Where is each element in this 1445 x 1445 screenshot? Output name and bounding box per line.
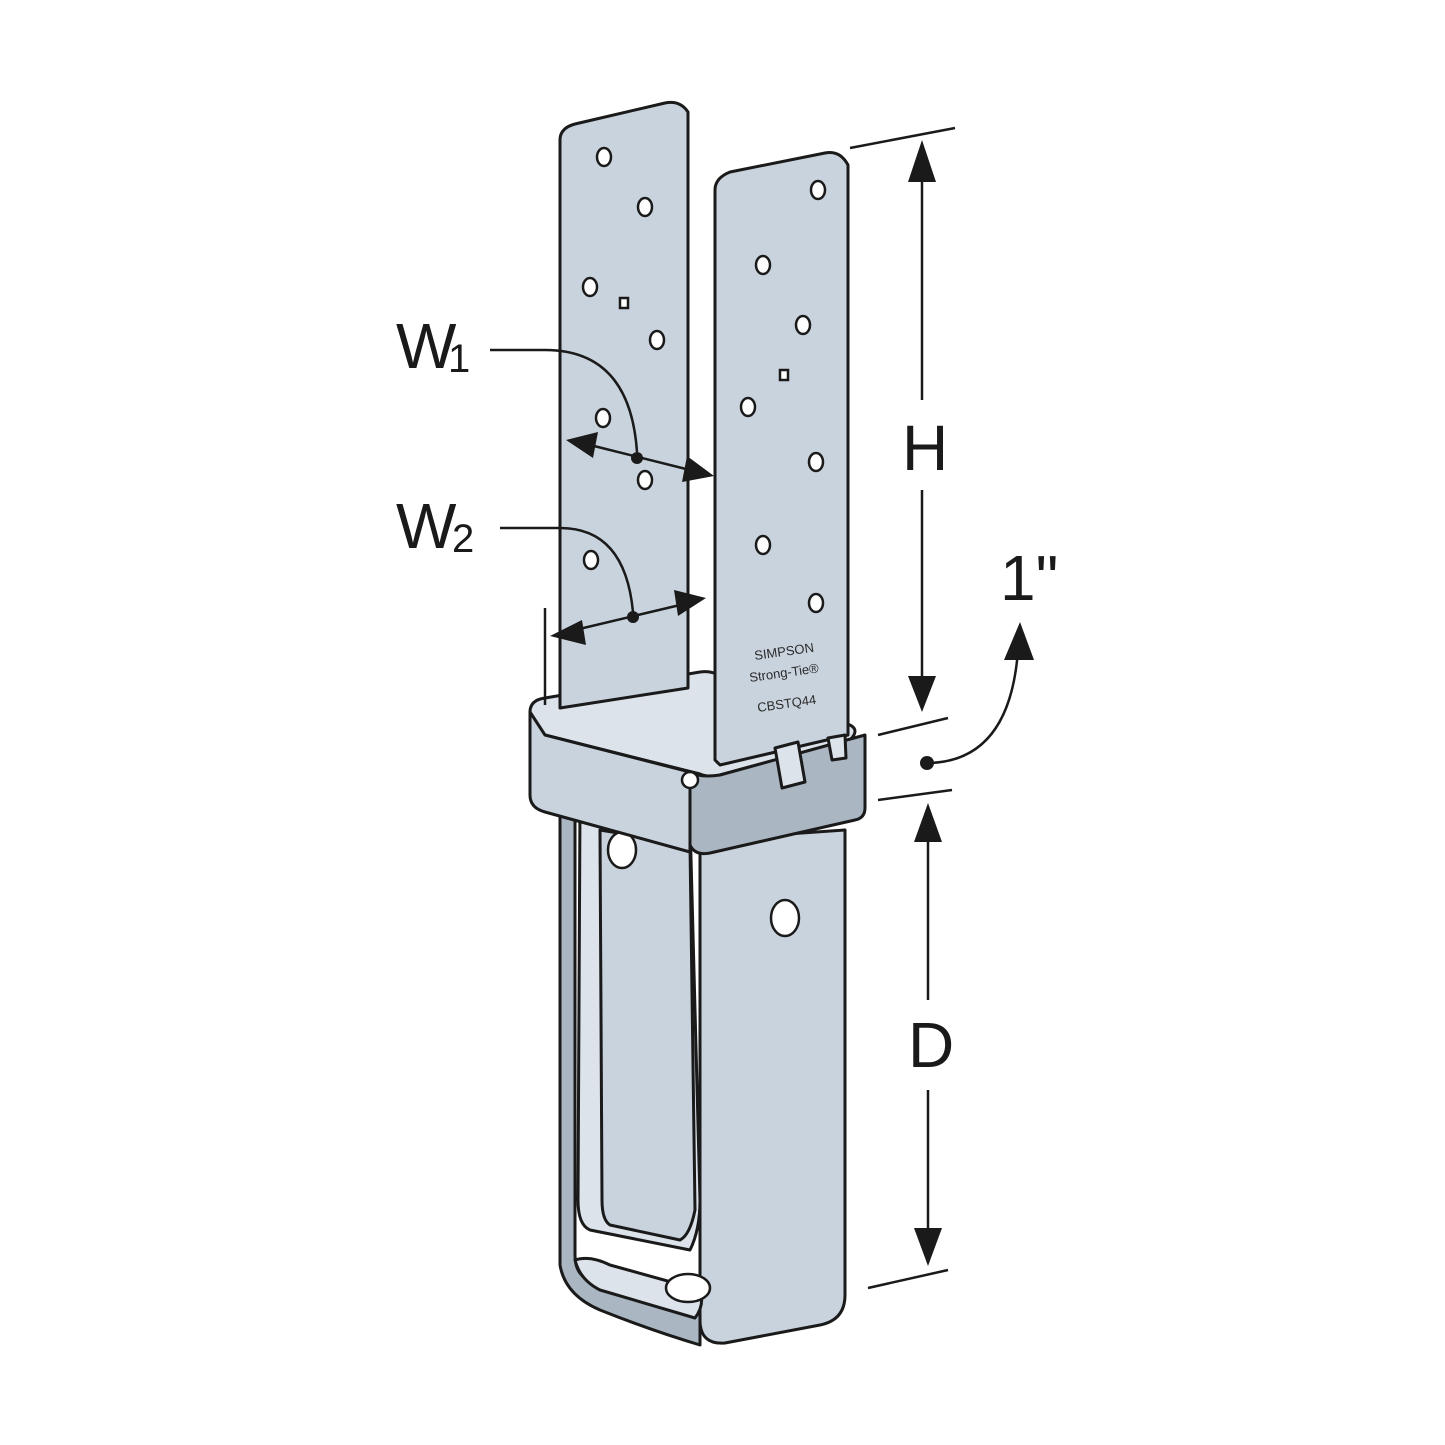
dimension-w1: W 1 — [396, 310, 714, 482]
dimension-one-inch: 1" — [877, 542, 1058, 802]
standoff-tube — [558, 798, 847, 1347]
w2-subscript: 2 — [452, 517, 474, 561]
back-strap — [558, 100, 690, 710]
front-strap: SIMPSON Strong-Tie® CBSTQ44 — [713, 151, 850, 790]
dimension-w2: W 2 — [396, 490, 706, 705]
dimension-h: H — [849, 126, 956, 737]
one-inch-label: 1" — [1000, 542, 1058, 614]
w2-label: W — [396, 490, 457, 562]
dimension-d: D — [867, 803, 954, 1290]
w1-label: W — [396, 310, 457, 382]
w1-subscript: 1 — [448, 337, 470, 381]
tube-hole-front — [769, 898, 801, 938]
d-label: D — [908, 1009, 954, 1081]
h-label: H — [902, 412, 948, 484]
